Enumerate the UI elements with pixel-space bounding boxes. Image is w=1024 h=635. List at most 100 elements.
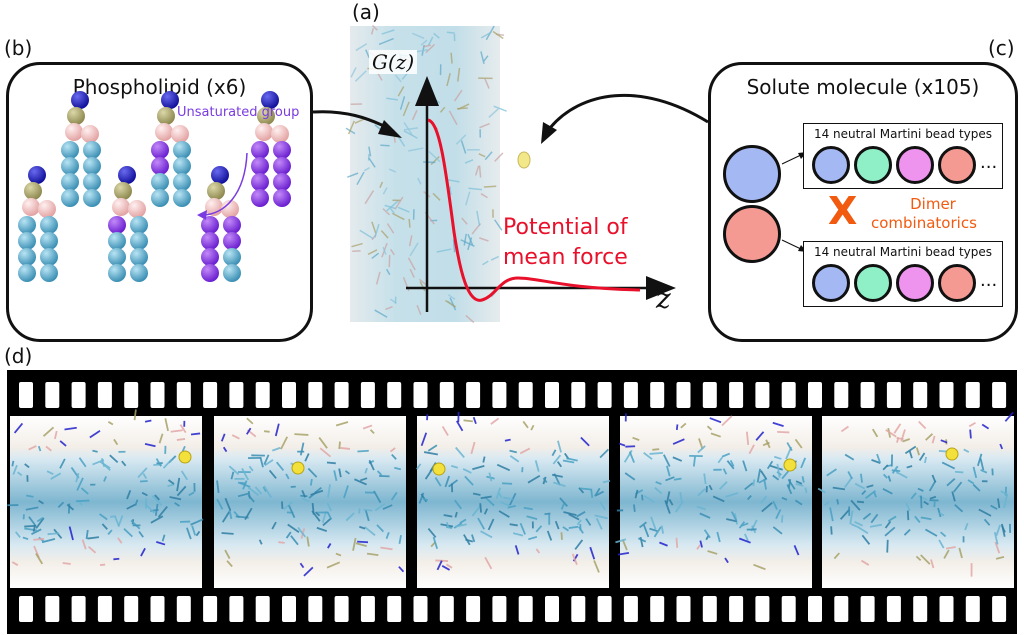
membrane-stroke	[384, 204, 396, 210]
lipid-stroke	[882, 464, 889, 471]
y-axis-arrowhead	[415, 76, 439, 106]
membrane-stroke	[347, 120, 355, 135]
lipid-stroke	[744, 482, 754, 491]
membrane-stroke	[493, 105, 507, 112]
lipid-stroke	[562, 526, 569, 532]
lipid-stroke	[862, 512, 872, 520]
lipid-stroke	[624, 472, 636, 481]
lipid-stroke	[951, 491, 956, 502]
lipid-stroke	[557, 440, 562, 453]
lipid-stroke	[12, 464, 18, 475]
tail-bead	[223, 216, 241, 234]
membrane-stroke	[394, 196, 404, 210]
lipid-stroke	[800, 457, 807, 469]
phospholipid-1	[18, 166, 58, 282]
sprocket-hole-bottom	[229, 596, 244, 622]
lipid-stroke	[772, 421, 784, 427]
lipid-stroke	[854, 482, 866, 490]
phospholipid-6	[251, 91, 291, 207]
sprocket-hole-bottom	[19, 596, 33, 622]
lipid-stroke	[698, 438, 704, 450]
membrane-stroke	[363, 167, 370, 172]
lipid-stroke	[240, 481, 246, 485]
lipid-stroke	[968, 421, 976, 428]
lipid-stroke	[527, 474, 541, 484]
lipid-stroke	[519, 522, 526, 535]
tail-bead	[251, 189, 269, 207]
lipid-stroke	[870, 513, 879, 524]
lipid-stroke	[440, 523, 454, 528]
lipid-stroke	[17, 471, 23, 477]
lipid-stroke	[617, 552, 630, 556]
tail-bead	[201, 216, 219, 234]
lipid-stroke	[471, 534, 476, 543]
lipid-stroke	[675, 537, 679, 548]
lipid-stroke	[915, 447, 920, 456]
tail-bead	[18, 248, 36, 266]
membrane-stroke	[467, 237, 473, 251]
lipid-stroke	[418, 492, 425, 504]
sprocket-hole-top	[150, 382, 165, 408]
membrane-stroke	[479, 122, 490, 129]
lipid-stroke	[338, 468, 342, 478]
sprocket-hole-top	[97, 382, 112, 408]
lipid-stroke	[509, 455, 520, 463]
lipid-stroke	[655, 481, 662, 485]
membrane-stroke	[374, 223, 380, 238]
lipid-stroke	[844, 453, 855, 461]
sprocket-hole-bottom	[939, 596, 954, 622]
sprocket-hole-bottom	[913, 596, 928, 622]
lipid-stroke	[976, 453, 983, 467]
lipid-stroke	[92, 449, 98, 453]
sprocket-hole-bottom	[834, 596, 849, 622]
membrane-stroke	[408, 235, 413, 247]
lipid-stroke	[432, 536, 439, 550]
lipid-stroke	[534, 460, 540, 472]
membrane-stroke	[392, 212, 405, 221]
lipid-stroke	[724, 557, 729, 564]
lipid-stroke	[151, 495, 163, 506]
lipid-stroke	[738, 521, 746, 529]
lipid-stroke	[628, 451, 635, 463]
sprocket-hole-bottom	[729, 596, 744, 622]
lipid-stroke	[560, 503, 565, 510]
membrane-stroke	[382, 187, 388, 195]
lipid-stroke	[923, 456, 928, 464]
lipid-stroke	[488, 472, 493, 482]
glycerol-bead	[128, 200, 146, 218]
membrane-stroke	[355, 43, 368, 52]
membrane-stroke	[416, 304, 422, 315]
lipid-stroke	[326, 502, 333, 512]
lipid-stroke	[946, 477, 956, 487]
lipid-stroke	[110, 515, 117, 518]
lipid-stroke	[14, 531, 21, 539]
lipid-stroke	[117, 537, 123, 544]
lipid-stroke	[920, 554, 931, 565]
membrane-stroke	[411, 32, 425, 40]
lipid-stroke	[92, 459, 105, 466]
membrane-stroke	[461, 217, 468, 225]
lipid-stroke	[560, 532, 563, 540]
dimer-bead-top	[723, 145, 781, 203]
phosphate-bead	[67, 107, 85, 125]
membrane-stroke	[411, 109, 418, 121]
membrane-stroke	[449, 297, 457, 311]
lipid-stroke	[832, 486, 846, 491]
lipid-stroke	[918, 420, 927, 430]
membrane-stroke	[402, 101, 410, 117]
lipid-stroke	[221, 511, 231, 523]
lipid-stroke	[551, 449, 557, 457]
lipid-stroke	[884, 520, 892, 529]
lipid-stroke	[283, 500, 294, 510]
more-beads-ellipsis: ...	[980, 152, 998, 173]
lipid-stroke	[487, 518, 495, 531]
tail-bead	[151, 141, 169, 159]
lipid-stroke	[133, 409, 137, 421]
membrane-stroke	[356, 171, 365, 186]
phospholipid-3	[108, 166, 148, 282]
lipid-stroke	[338, 441, 341, 450]
lipid-stroke	[454, 511, 458, 518]
lipid-stroke	[28, 445, 37, 451]
sprocket-hole-bottom	[518, 596, 533, 622]
lipid-stroke	[263, 485, 273, 499]
